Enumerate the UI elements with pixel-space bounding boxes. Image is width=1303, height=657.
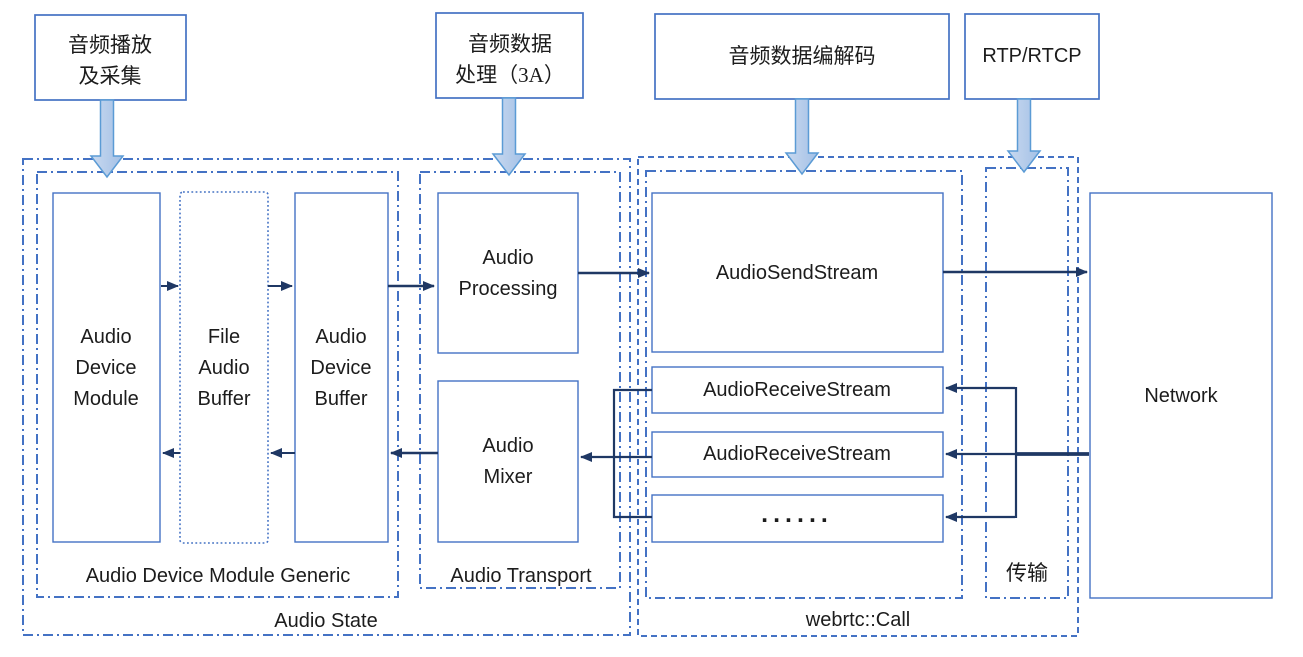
audio-mixer-text-line2: Mixer [484, 466, 533, 488]
rtp-rtcp-label-box [964, 13, 1100, 100]
file-audio-buffer-box [179, 191, 269, 544]
audio-send-stream-text: AudioSendStream [716, 262, 878, 284]
audio-transport-container-label: Audio Transport [450, 565, 592, 587]
down-arrow-playback-capture [89, 99, 125, 179]
audio-receive-stream-2-text: AudioReceiveStream [703, 443, 891, 465]
down-arrow-codec [784, 98, 820, 176]
audio-processing-text-line2: Processing [459, 278, 558, 300]
audio-processing-box [437, 192, 579, 354]
fab-text-line1: File [208, 326, 240, 348]
audio-transport-container [419, 171, 621, 589]
down-arrow-processing-3a [491, 97, 527, 177]
webrtc-call-container [637, 156, 1079, 637]
adm-text-line1: Audio [80, 326, 131, 348]
adb-text-line2: Device [310, 357, 371, 379]
transport-cn-container-label: 传输 [1006, 561, 1048, 585]
network-box [1089, 192, 1273, 599]
fab-text-line3: Buffer [198, 388, 251, 410]
audio-state-container [22, 158, 631, 636]
audio-receive-stream-1-box [651, 366, 944, 414]
streams-container [645, 170, 963, 599]
rtp-rtcp-label: RTP/RTCP [982, 45, 1081, 67]
adm-generic-container [36, 171, 399, 598]
transport-cn-container [985, 167, 1069, 599]
audio-receive-stream-1-text: AudioReceiveStream [703, 379, 891, 401]
codec-label-box [654, 13, 950, 100]
adm-generic-container-label: Audio Device Module Generic [86, 565, 351, 587]
more-streams-text: ...... [761, 500, 833, 528]
audio-processing-text-line1: Audio [482, 247, 533, 269]
adb-text-line3: Buffer [315, 388, 368, 410]
audio-mixer-box [437, 380, 579, 543]
adm-text-line2: Device [75, 357, 136, 379]
audio-mixer-text-line1: Audio [482, 435, 533, 457]
processing-3a-label-box [435, 12, 584, 99]
processing-3a-label-line2: 处理（3A） [455, 63, 565, 87]
adb-text-line1: Audio [315, 326, 366, 348]
network-text: Network [1144, 385, 1218, 407]
processing-3a-label-line1: 音频数据 [468, 32, 552, 56]
playback-capture-label-line1: 音频播放 [68, 33, 152, 57]
adm-text-line3: Module [73, 388, 139, 410]
playback-capture-label-box [34, 14, 187, 101]
audio-receive-stream-2-box [651, 431, 944, 478]
playback-capture-label-line2: 及采集 [79, 64, 142, 88]
codec-label: 音频数据编解码 [729, 44, 876, 68]
audio-device-module-box [52, 192, 161, 543]
down-arrow-rtp-rtcp [1006, 98, 1042, 174]
fab-text-line2: Audio [198, 357, 249, 379]
audio-send-stream-box [651, 192, 944, 353]
more-streams-box [651, 494, 944, 543]
audio-device-buffer-box [294, 192, 389, 543]
webrtc-call-container-label: webrtc::Call [805, 609, 910, 631]
audio-state-container-label: Audio State [274, 610, 377, 632]
